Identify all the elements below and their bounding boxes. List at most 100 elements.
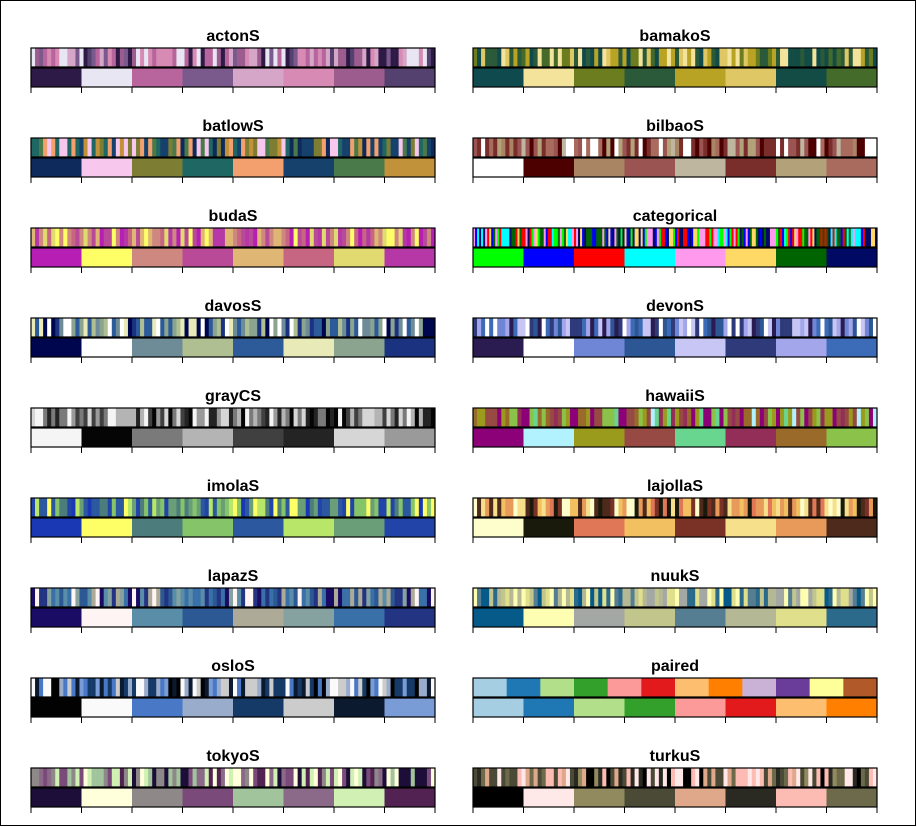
strip-cell xyxy=(784,138,789,157)
strip-cell xyxy=(836,138,841,157)
strip-cell xyxy=(650,408,656,427)
strip-cell xyxy=(723,138,728,157)
strip-cell xyxy=(257,408,262,427)
strip-cell xyxy=(675,588,680,607)
strip-cell xyxy=(493,498,498,517)
strip-cell xyxy=(606,498,611,517)
strip-cell xyxy=(790,228,793,247)
strip-cell xyxy=(430,228,436,247)
strip-cell xyxy=(249,48,254,67)
strip-cell xyxy=(719,768,724,787)
strip-cell xyxy=(406,48,412,67)
strip-cell xyxy=(63,588,68,607)
strip-cell xyxy=(394,138,399,157)
strip-cell xyxy=(703,408,708,427)
strip-cell xyxy=(814,228,817,247)
strip-cell xyxy=(634,138,639,157)
strip-cell xyxy=(188,318,193,337)
strip-cell xyxy=(176,678,181,697)
strip-cell xyxy=(160,498,165,517)
strip-cell xyxy=(638,588,643,607)
strip-cell xyxy=(711,48,716,67)
strip-cell xyxy=(630,318,635,337)
strip-cell xyxy=(350,498,355,517)
strip-cell xyxy=(265,138,270,157)
swatch xyxy=(826,788,878,807)
strip-cell xyxy=(334,768,339,787)
strip-cell xyxy=(636,228,639,247)
strip-cell xyxy=(763,48,769,67)
swatch xyxy=(725,698,777,717)
swatch xyxy=(776,338,827,357)
swatch xyxy=(182,788,234,807)
strip-cell xyxy=(501,768,506,787)
strip-cell xyxy=(127,498,133,517)
strip-cell xyxy=(610,768,615,787)
strip-cell xyxy=(196,678,201,697)
strip-cell xyxy=(537,318,542,337)
strip-cell xyxy=(216,588,222,607)
strip-cell xyxy=(788,408,793,427)
strip-cell xyxy=(180,498,185,517)
strip-cell xyxy=(547,228,551,247)
strip-top xyxy=(30,317,436,338)
strip-cell xyxy=(289,768,294,787)
strip-cell xyxy=(192,48,197,67)
strip-cell xyxy=(763,318,769,337)
strip-cell xyxy=(743,498,749,517)
strip-cell xyxy=(188,498,193,517)
strip-cell xyxy=(35,768,40,787)
strip-cell xyxy=(144,408,149,427)
swatch xyxy=(233,698,284,717)
strip-cell xyxy=(119,768,125,787)
strip-cell xyxy=(612,228,615,247)
strip-cell xyxy=(140,498,145,517)
strip-cell xyxy=(796,498,801,517)
strip-cell xyxy=(188,408,193,427)
strip-cell xyxy=(521,48,526,67)
strip-cell xyxy=(67,678,72,697)
strip-cell xyxy=(382,678,387,697)
strip-cell xyxy=(533,48,538,67)
strip-cell xyxy=(245,588,250,607)
strip-cell xyxy=(747,408,753,427)
strip-cell xyxy=(473,228,476,247)
strip-cell xyxy=(776,768,781,787)
strip-cell xyxy=(711,768,716,787)
swatch xyxy=(523,608,575,627)
strip-cell xyxy=(618,138,623,157)
strip-cell xyxy=(83,48,88,67)
swatch xyxy=(826,428,878,447)
strip-cell xyxy=(301,228,307,247)
strip-cell xyxy=(557,588,563,607)
strip-cell xyxy=(261,768,266,787)
strip-cell xyxy=(422,48,428,67)
strip-cell xyxy=(590,588,595,607)
strip-cell xyxy=(192,768,197,787)
strip-cell xyxy=(350,228,355,247)
swatch xyxy=(624,338,676,357)
swatch xyxy=(725,788,777,807)
swatch xyxy=(384,158,436,177)
swatches xyxy=(30,157,436,183)
swatches xyxy=(30,247,436,273)
strip-cell xyxy=(220,498,226,517)
swatch xyxy=(523,788,575,807)
strip-cell xyxy=(414,588,420,607)
strip-cell xyxy=(338,48,343,67)
swatch xyxy=(182,518,234,537)
strip-cell xyxy=(148,48,153,67)
strip-cell xyxy=(273,588,278,607)
strip-cell xyxy=(622,408,627,427)
strip-cell xyxy=(313,138,319,157)
strip-cell xyxy=(362,228,367,247)
strip-cell xyxy=(870,228,874,247)
strip-cell xyxy=(224,318,230,337)
strip-cell xyxy=(313,318,319,337)
strip-cell xyxy=(297,318,302,337)
strip-cell xyxy=(83,678,88,697)
strip-cell xyxy=(148,408,153,427)
strip-cell xyxy=(695,408,700,427)
swatch xyxy=(283,158,335,177)
strip-cell xyxy=(489,228,492,247)
